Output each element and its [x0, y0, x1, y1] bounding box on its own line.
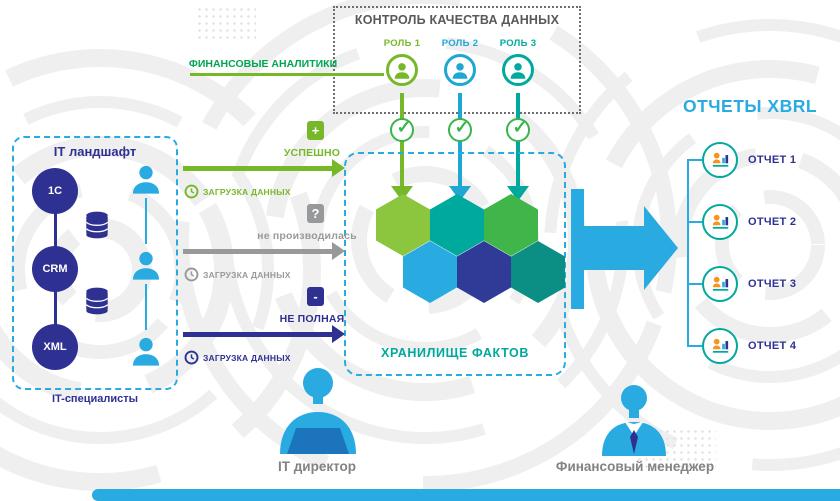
- quality-control-panel: КОНТРОЛЬ КАЧЕСТВА ДАННЫХ: [333, 6, 581, 114]
- big-arrow-head: [644, 206, 678, 290]
- big-arrow-tail: [571, 189, 584, 309]
- load-status-text: УСПЕШНО: [283, 147, 341, 159]
- load-arrow: [183, 249, 332, 254]
- role-2-avatar: [444, 54, 476, 86]
- it-specialists-label: IT-специалисты: [51, 393, 138, 405]
- check-icon: ✓: [390, 117, 414, 142]
- role-1-label: РОЛЬ 1: [383, 38, 421, 49]
- load-arrow: [183, 166, 332, 171]
- dot-pattern: [196, 6, 256, 42]
- person-icon: [130, 164, 162, 194]
- database-icon: [84, 210, 110, 240]
- system-1c-label: 1С: [47, 185, 63, 197]
- person-icon: [130, 250, 162, 280]
- clock-icon: [184, 267, 199, 282]
- bottom-accent-bar: [92, 489, 840, 501]
- report-icon: [702, 204, 738, 240]
- role-2-label: РОЛЬ 2: [441, 38, 479, 49]
- person-icon: [452, 62, 468, 79]
- financial-manager-icon: [596, 384, 672, 456]
- report-icon: [702, 142, 738, 178]
- big-arrow-body: [584, 226, 644, 270]
- report-connector-stub: [687, 283, 702, 285]
- system-crm-label: CRM: [42, 263, 68, 275]
- role-1-avatar: [386, 54, 418, 86]
- check-icon: ✓: [506, 117, 530, 142]
- role-3: РОЛЬ 3: [486, 38, 550, 86]
- database-icon: [84, 286, 110, 316]
- clock-icon: [184, 350, 199, 365]
- financial-analysts-label: ФИНАНСОВЫЕ АНАЛИТИКИ: [188, 58, 338, 70]
- load-arrow: [183, 332, 332, 337]
- report-connector-stub: [687, 159, 702, 161]
- report-icon: [702, 266, 738, 302]
- report-connector-stub: [687, 345, 702, 347]
- load-status-badge: +: [307, 121, 324, 140]
- report-label: ОТЧЕТ 2: [748, 216, 797, 228]
- specialists-connector: [145, 284, 147, 330]
- reports-title: ОТЧЕТЫ XBRL: [682, 96, 818, 116]
- role-3-label: РОЛЬ 3: [499, 38, 537, 49]
- role-2: РОЛЬ 2: [428, 38, 492, 86]
- load-status-text: не производилась: [257, 230, 357, 242]
- person-icon: [394, 62, 410, 79]
- report-label: ОТЧЕТ 1: [748, 154, 797, 166]
- specialists-connector: [145, 198, 147, 244]
- it-landscape-title: IT ландшафт: [53, 144, 137, 159]
- role-1: РОЛЬ 1: [370, 38, 434, 86]
- load-label: ЗАГРУЗКА ДАННЫХ: [203, 353, 291, 363]
- person-icon: [130, 336, 162, 366]
- check-icon: ✓: [448, 117, 472, 142]
- system-xml: XML: [32, 324, 78, 370]
- load-status-badge: -: [307, 287, 324, 306]
- system-1c: 1С: [32, 168, 78, 214]
- report-connector-stub: [687, 221, 702, 223]
- role-3-avatar: [502, 54, 534, 86]
- financial-analysts-connector: [190, 73, 384, 76]
- load-label: ЗАГРУЗКА ДАННЫХ: [203, 187, 291, 197]
- it-landscape-box: IT ландшафт 1С CRM XML: [12, 136, 178, 390]
- system-crm: CRM: [32, 246, 78, 292]
- system-xml-label: XML: [43, 341, 67, 353]
- reports-connector: [687, 160, 689, 346]
- load-label: ЗАГРУЗКА ДАННЫХ: [203, 270, 291, 280]
- it-director-icon: [272, 366, 364, 454]
- report-label: ОТЧЕТ 3: [748, 278, 797, 290]
- load-arrowhead: [332, 242, 345, 260]
- load-arrowhead: [332, 325, 345, 343]
- fact-storage-box: ХРАНИЛИЩЕ ФАКТОВ: [344, 152, 566, 376]
- load-status-badge: ?: [307, 204, 324, 223]
- fact-storage-title: ХРАНИЛИЩЕ ФАКТОВ: [381, 346, 529, 360]
- quality-control-title: КОНТРОЛЬ КАЧЕСТВА ДАННЫХ: [354, 13, 560, 27]
- load-status-text: НЕ ПОЛНАЯ: [279, 313, 345, 325]
- report-label: ОТЧЕТ 4: [748, 340, 797, 352]
- report-icon: [702, 328, 738, 364]
- financial-manager-label: Финансовый менеджер: [555, 459, 715, 474]
- it-director-label: IT директор: [277, 459, 357, 474]
- clock-icon: [184, 184, 199, 199]
- load-arrowhead: [332, 159, 345, 177]
- person-icon: [510, 62, 526, 79]
